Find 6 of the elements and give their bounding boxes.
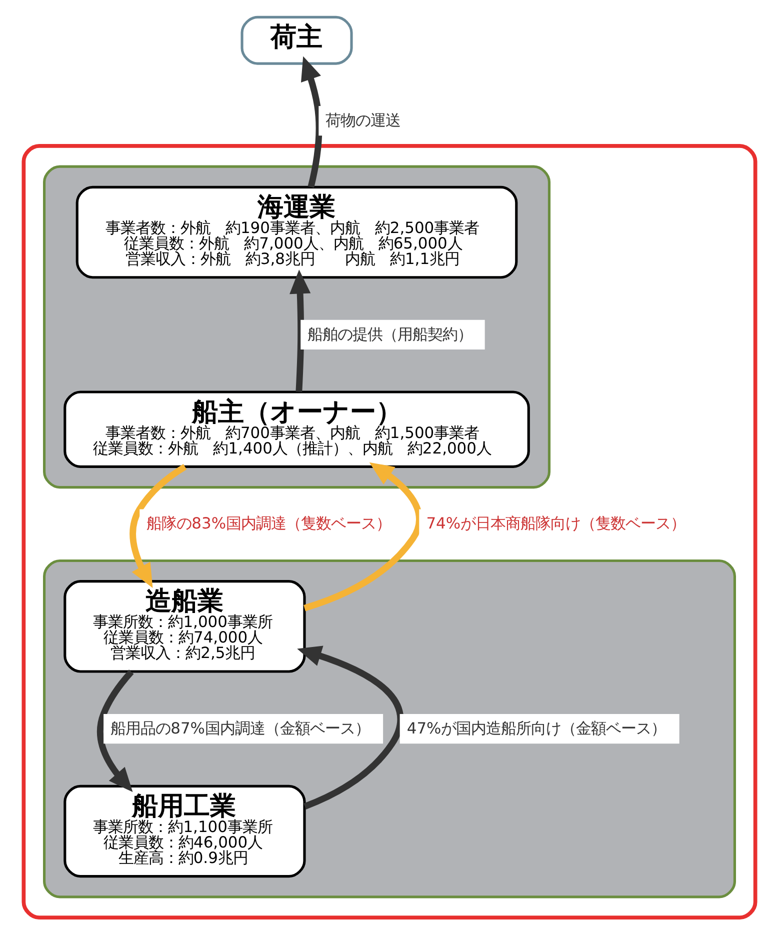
edge-label: 74%が日本商船隊向け（隻数ベース） — [426, 514, 686, 532]
edge-label: 船用品の87%国内調達（金額ベース） — [110, 718, 370, 737]
edge-label: 船隊の83%国内調達（隻数ベース） — [146, 514, 392, 532]
edge-label: 荷物の運送 — [326, 110, 401, 129]
edge-label: 47%が国内造船所向け（金額ベース） — [406, 718, 666, 737]
edge-label: 船舶の提供（用船契約） — [308, 324, 473, 343]
